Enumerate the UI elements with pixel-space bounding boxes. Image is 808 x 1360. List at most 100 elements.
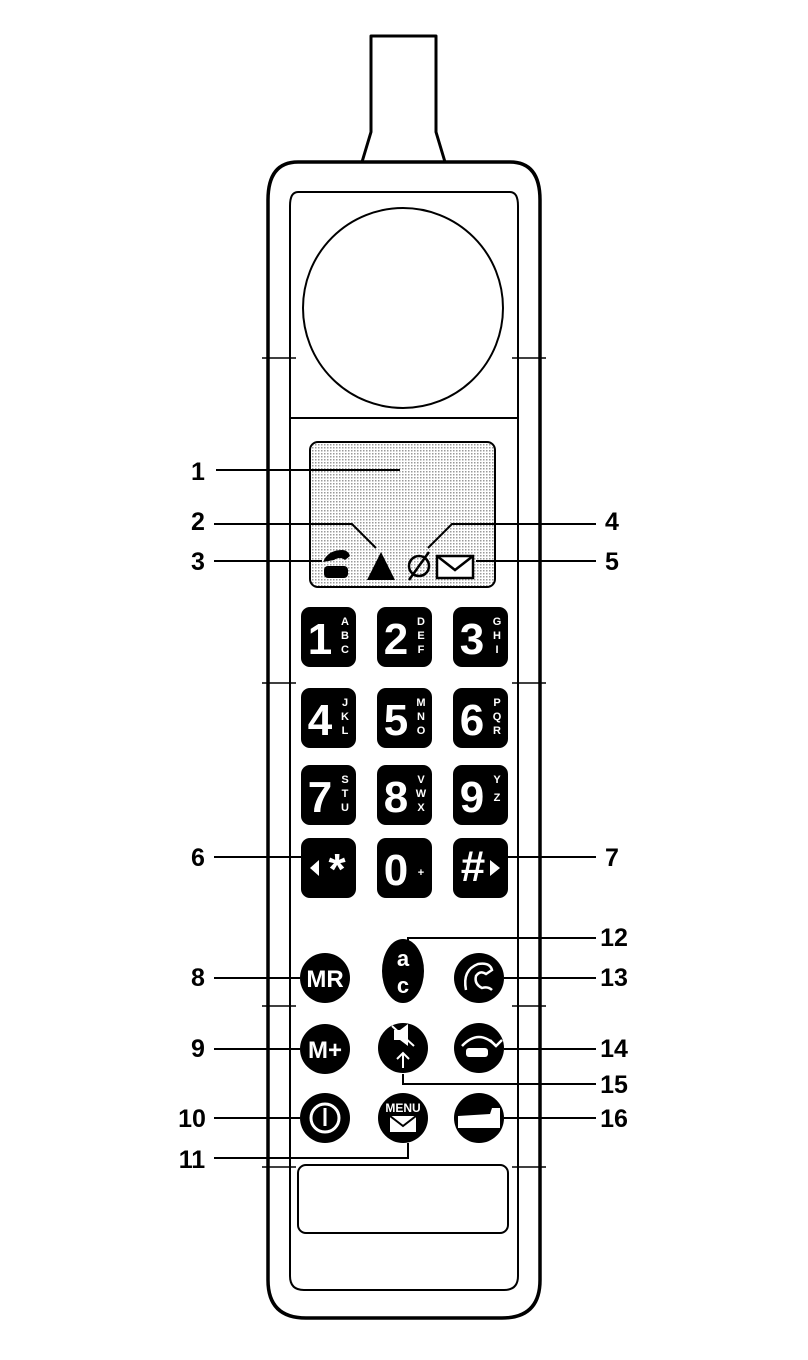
key-letter-label: S: [341, 774, 348, 786]
key-digit-label: 4: [308, 696, 333, 745]
key-digit-label: 6: [460, 696, 484, 745]
callout-leader-line: [214, 1143, 409, 1159]
key-letter-label: X: [417, 802, 425, 814]
callout-leader-line: [427, 523, 596, 549]
mr-label: MR: [306, 966, 343, 993]
key-digit-label: 7: [308, 773, 332, 822]
handset-inner-outline: [289, 191, 519, 1291]
case-bottom-label: c: [397, 973, 409, 998]
callout-number: 14: [600, 1035, 628, 1063]
key-letter-label: U: [341, 802, 349, 814]
callout-number: 13: [600, 964, 628, 992]
key-letter-label: H: [493, 630, 501, 642]
key-letter-label: F: [418, 644, 425, 656]
callout-number: 11: [179, 1146, 206, 1174]
key-star-label: *: [328, 845, 346, 894]
redial-handset-icon: [464, 962, 494, 991]
key-letter-label: G: [493, 616, 502, 628]
end-call-button[interactable]: [454, 1093, 504, 1143]
callout-number: 4: [605, 508, 619, 536]
redial-button[interactable]: [454, 953, 504, 1003]
seam-ticks: [262, 357, 546, 1168]
function-buttons: MR a c M+: [300, 939, 504, 1143]
m-plus-label: M+: [308, 1037, 342, 1064]
mute-button[interactable]: [378, 1023, 428, 1073]
phone-icon: [323, 550, 350, 578]
callout-number: 8: [191, 964, 205, 992]
menu-button[interactable]: MENU: [378, 1093, 428, 1143]
call-transfer-icon: [461, 1035, 503, 1057]
power-button[interactable]: [300, 1093, 350, 1143]
key-letter-label: Z: [494, 792, 501, 804]
key-letter-label: T: [342, 788, 349, 800]
key-letter-label: V: [417, 774, 425, 786]
callout-number: 12: [600, 924, 628, 952]
key-9[interactable]: *: [301, 838, 356, 898]
memory-plus-button[interactable]: M+: [300, 1024, 350, 1074]
signal-triangle-icon: [367, 552, 395, 580]
key-letter-label: R: [493, 725, 501, 737]
callout-number: 10: [178, 1105, 206, 1133]
callout-number: 9: [191, 1035, 205, 1063]
no-service-icon: [407, 551, 431, 581]
callout-leader-line: [407, 937, 596, 944]
antenna: [360, 34, 447, 164]
key-letter-label: O: [417, 725, 426, 737]
end-call-icon: [458, 1108, 500, 1128]
call-transfer-button[interactable]: [454, 1023, 504, 1073]
key-letter-label: Q: [493, 711, 502, 723]
key-letter-label: C: [341, 644, 349, 656]
bottom-window: [297, 1164, 509, 1234]
menu-label: MENU: [385, 1101, 420, 1115]
key-letter-label: E: [417, 630, 424, 642]
key-digit-label: 3: [460, 615, 484, 664]
key-letter-label: D: [417, 616, 425, 628]
key-letter-label: I: [495, 644, 498, 656]
callout-number: 16: [600, 1105, 628, 1133]
callout-number: 2: [191, 508, 205, 536]
key-digit-label: 8: [384, 773, 408, 822]
mute-icon: [391, 1024, 415, 1068]
callout-leader-line: [402, 1074, 596, 1085]
key-letter-label: B: [341, 630, 349, 642]
key-hash-label: #: [461, 842, 485, 891]
case-toggle-button[interactable]: a c: [382, 939, 424, 1003]
key-letter-label: Y: [493, 774, 501, 786]
callout-number: 6: [191, 844, 205, 872]
envelope-icon: [435, 554, 475, 580]
memory-recall-button[interactable]: MR: [300, 953, 350, 1003]
callout-number: 15: [600, 1071, 628, 1099]
key-letter-label: J: [342, 697, 348, 709]
power-icon: [309, 1102, 341, 1134]
key-letter-label: A: [341, 616, 349, 628]
key-letter-label: L: [342, 725, 349, 737]
key-letter-label: N: [417, 711, 425, 723]
case-top-label: a: [397, 946, 410, 971]
earpiece: [302, 207, 504, 409]
key-11[interactable]: #: [453, 838, 508, 898]
menu-envelope-icon: [389, 1115, 417, 1132]
key-digit-label: 9: [460, 773, 484, 822]
key-digit-label: 2: [384, 615, 408, 664]
callout-number: 1: [191, 458, 205, 486]
lcd-display: [309, 441, 496, 588]
key-letter-label: +: [418, 867, 424, 879]
callout-number: 5: [605, 548, 619, 576]
key-letter-label: P: [493, 697, 500, 709]
key-10[interactable]: 0+: [377, 838, 432, 898]
callout-number: 7: [605, 844, 619, 872]
key-digit-label: 0: [384, 846, 408, 895]
